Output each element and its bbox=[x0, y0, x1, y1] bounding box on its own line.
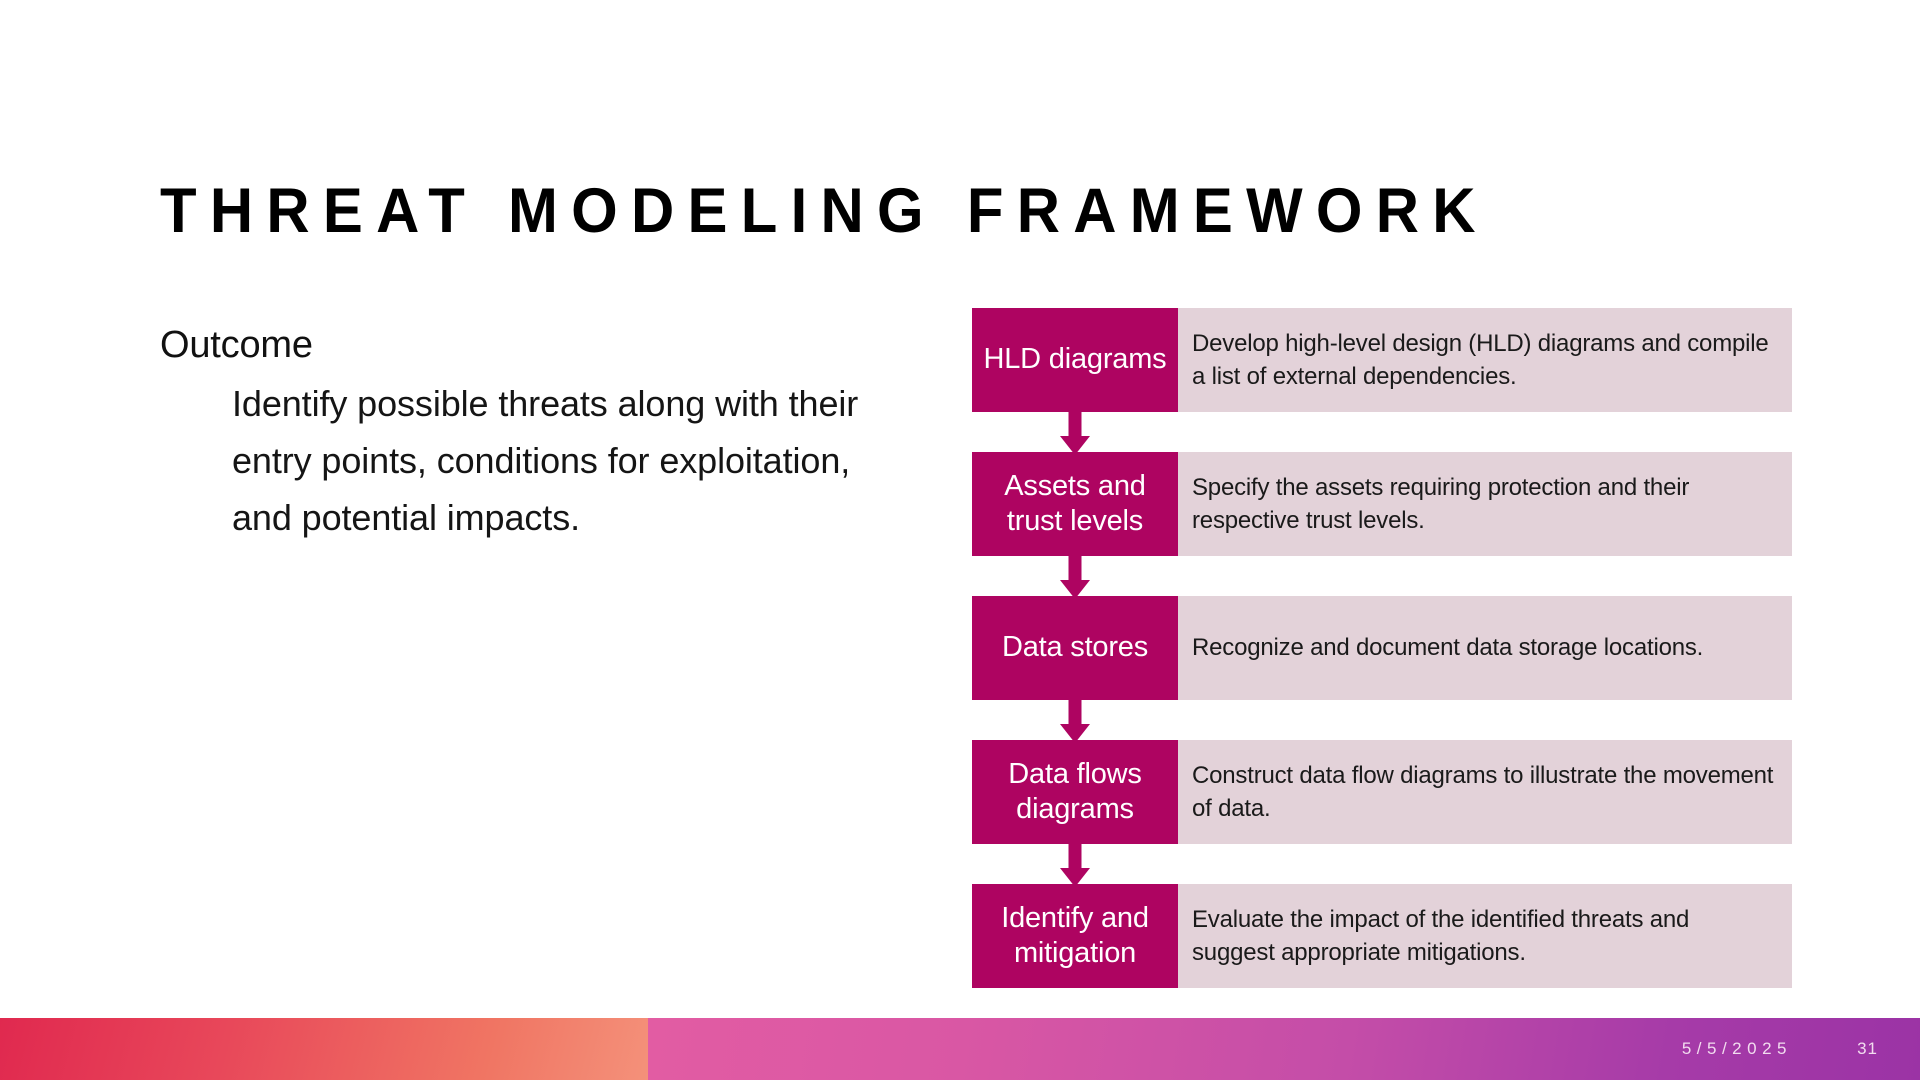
flow-step-identify-and-mitigation: Identify and mitigation Evaluate the imp… bbox=[972, 884, 1792, 988]
flow-step-description: Develop high-level design (HLD) diagrams… bbox=[1178, 308, 1792, 412]
flow-step-description: Evaluate the impact of the identified th… bbox=[1178, 884, 1792, 988]
flow-step-label: Assets and trust levels bbox=[972, 452, 1178, 556]
flow-step-label: Data flows diagrams bbox=[972, 740, 1178, 844]
outcome-heading: Outcome bbox=[160, 324, 313, 366]
flow-step-description: Construct data flow diagrams to illustra… bbox=[1178, 740, 1792, 844]
flow-step-data-flows-diagrams: Data flows diagrams Construct data flow … bbox=[972, 740, 1792, 887]
arrow-stem bbox=[1068, 412, 1082, 438]
flow-step-description: Specify the assets requiring protection … bbox=[1178, 452, 1792, 556]
flow-step-description: Recognize and document data storage loca… bbox=[1178, 596, 1792, 700]
arrow-stem bbox=[1068, 700, 1082, 726]
footer-gradient-right: 5/5/2025 31 bbox=[648, 1018, 1920, 1080]
footer-gradient-left bbox=[0, 1018, 648, 1080]
slide-footer: 5/5/2025 31 bbox=[0, 1018, 1920, 1080]
outcome-body-text: Identify possible threats along with the… bbox=[232, 383, 859, 539]
flow-step-label: Data stores bbox=[972, 596, 1178, 700]
arrow-stem bbox=[1068, 556, 1082, 582]
flow-step-assets-and-trust-levels: Assets and trust levels Specify the asse… bbox=[972, 452, 1792, 599]
flow-step-label: Identify and mitigation bbox=[972, 884, 1178, 988]
footer-date: 5/5/2025 bbox=[1681, 1039, 1792, 1058]
flow-step-data-stores: Data stores Recognize and document data … bbox=[972, 596, 1792, 743]
footer-page-number: 31 bbox=[1857, 1039, 1878, 1058]
arrow-stem bbox=[1068, 844, 1082, 870]
flow-step-label: HLD diagrams bbox=[972, 308, 1178, 412]
arrow-down-icon bbox=[1055, 844, 1095, 887]
arrow-down-icon bbox=[1055, 556, 1095, 599]
outcome-block: Outcome Identify possible threats along … bbox=[160, 322, 890, 547]
threat-modeling-flow: HLD diagrams Develop high-level design (… bbox=[972, 308, 1792, 988]
flow-step-hld-diagrams: HLD diagrams Develop high-level design (… bbox=[972, 308, 1792, 455]
page-title: THREAT MODELING FRAMEWORK bbox=[160, 176, 1489, 246]
arrow-down-icon bbox=[1055, 412, 1095, 455]
arrow-down-icon bbox=[1055, 700, 1095, 743]
